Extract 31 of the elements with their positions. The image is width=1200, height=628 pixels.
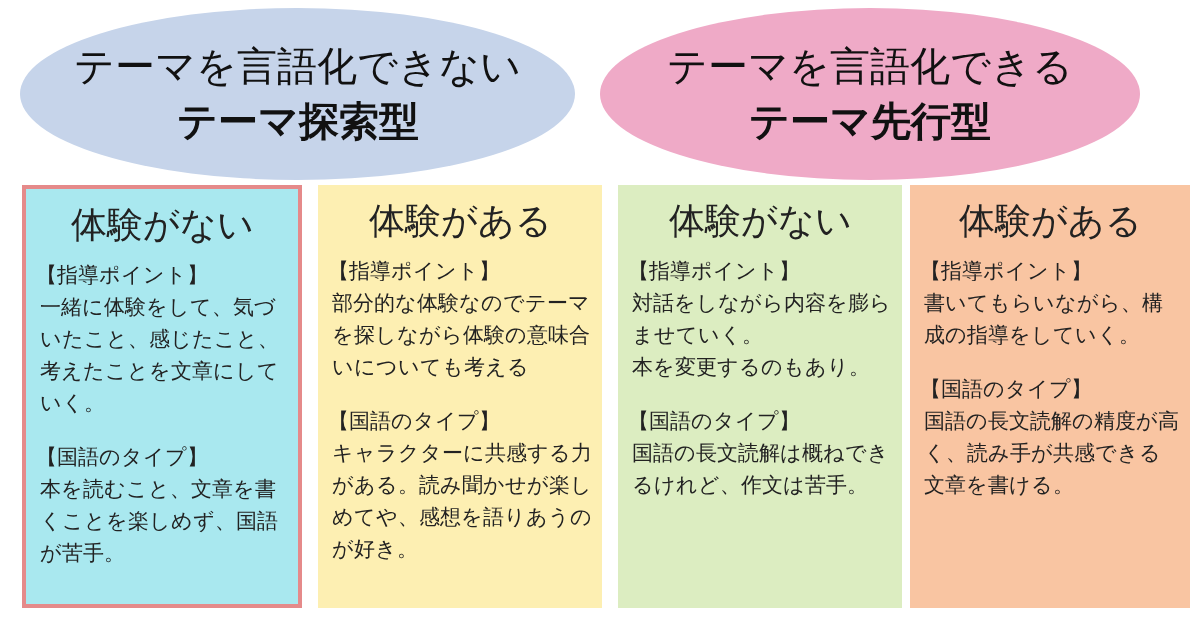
body-text: 本を変更するのもあり。 — [631, 354, 871, 381]
info-card — [318, 185, 602, 608]
section-label: 【国語のタイプ】 — [36, 444, 209, 471]
category-text: テーマを言語化できない — [74, 42, 521, 91]
body-text: 国語の長文読解は概ねできるけれど、作文は苦手。 — [631, 440, 890, 499]
info-card — [910, 185, 1190, 608]
info-card — [22, 185, 302, 608]
card-heading: 体験がない — [69, 203, 255, 247]
card-heading: 体験がある — [367, 199, 553, 243]
info-card — [618, 185, 902, 608]
category-text: テーマを言語化できる — [667, 42, 1073, 91]
body-text: 書いてもらいながら、構成の指導をしていく。 — [923, 290, 1164, 349]
section-label: 【指導ポイント】 — [628, 258, 801, 285]
body-text: 部分的な体験なのでテーマを探しながら体験の意味合いについても考える — [331, 290, 591, 381]
card-heading: 体験がない — [667, 199, 853, 243]
body-text: 国語の長文読解の精度が高く、読み手が共感できる文章を書ける。 — [923, 408, 1180, 499]
section-label: 【指導ポイント】 — [920, 258, 1093, 285]
body-text: 本を読むこと、文章を書くことを楽しめず、国語が苦手。 — [39, 476, 279, 567]
category-title: テーマ探索型 — [176, 97, 419, 146]
card-heading: 体験がある — [957, 199, 1143, 243]
section-label: 【指導ポイント】 — [36, 262, 209, 289]
category-ellipse — [600, 8, 1140, 180]
category-ellipse — [20, 8, 575, 180]
section-label: 【指導ポイント】 — [328, 258, 501, 285]
category-title: テーマ先行型 — [749, 97, 991, 146]
section-label: 【国語のタイプ】 — [328, 408, 501, 435]
body-text: 一緒に体験をして、気づいたこと、感じたこと、考えたことを文章にしていく。 — [39, 294, 280, 417]
body-text: 対話をしながら内容を膨らませていく。 — [631, 290, 892, 349]
section-label: 【国語のタイプ】 — [920, 376, 1093, 403]
body-text: キャラクターに共感する力がある。読み聞かせが楽しめてや、感想を語りあうのが好き。 — [331, 440, 592, 563]
section-label: 【国語のタイプ】 — [628, 408, 801, 435]
